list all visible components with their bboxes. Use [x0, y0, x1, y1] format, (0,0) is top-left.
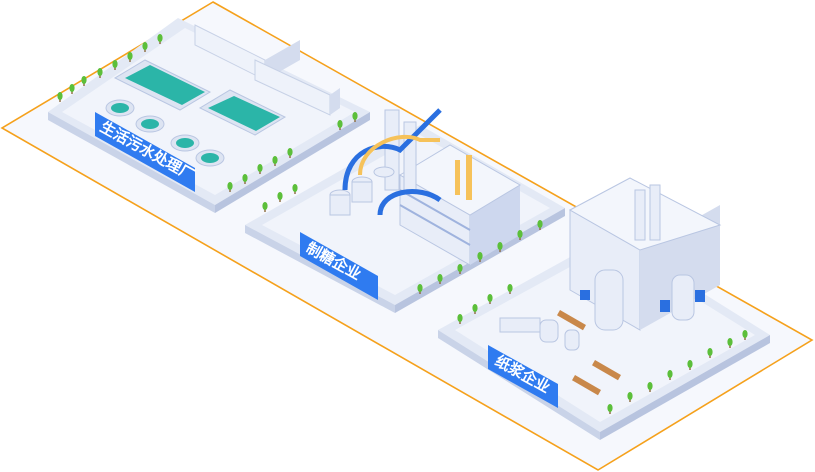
pulp-plant: 纸浆企业 — [438, 177, 770, 440]
sewage-plant: 生活污水处理厂 — [48, 18, 370, 213]
